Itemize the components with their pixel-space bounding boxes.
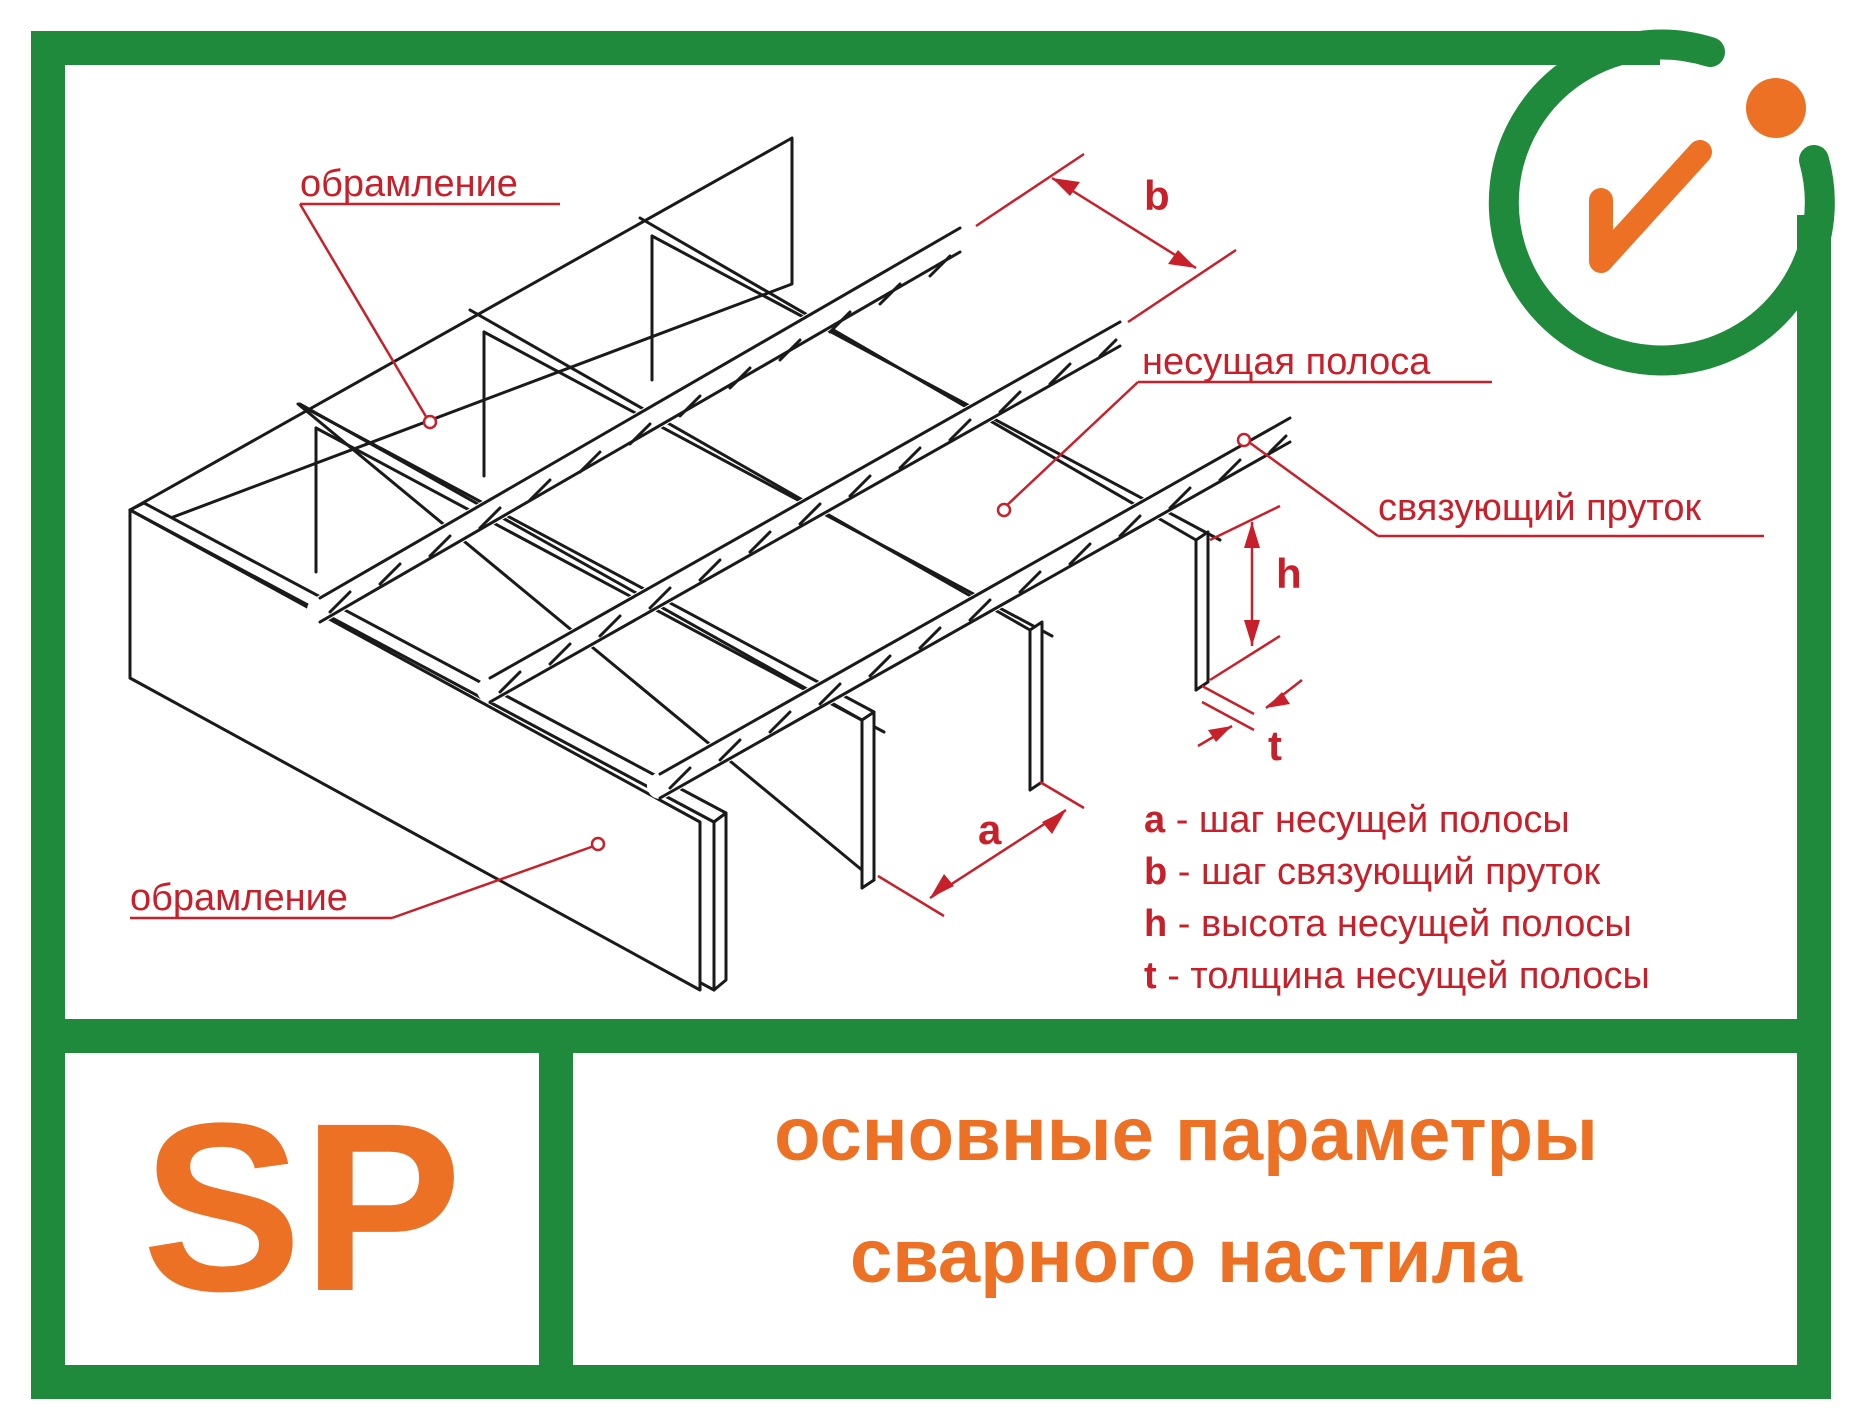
label-framing-bottom: обрамление [130,877,348,919]
dimension-label-b: b [1144,172,1170,219]
label-framing-top: обрамление [300,163,518,205]
dimension-label-a: a [978,806,1002,853]
bearing-bar-4 [638,216,1210,692]
label-cross-rod: связующий пруток [1378,487,1702,529]
legend-row: b - шаг связующий пруток [1144,851,1601,893]
title-line-2: сварного настила [850,1214,1523,1299]
brand-logo-text: SP [142,1073,462,1341]
inner-walls [314,234,1222,734]
green-frame [31,31,1831,1399]
annotation-arrowheads [930,178,1290,898]
legend-row: a - шаг несущей полосы [1144,799,1570,841]
legend-row: t - толщина несущей полосы [1144,955,1650,997]
title-line-1: основные параметры [774,1092,1598,1177]
label-bearing-bar: несущая полоса [1142,341,1431,383]
annotation-dots [422,414,1252,852]
dimension-label-h: h [1276,550,1302,597]
front-framing-bar [128,508,702,992]
dimension-label-t: t [1268,722,1282,769]
cross-rods [307,226,1303,800]
grating-drawing [128,136,1303,992]
check-info-icon [1488,29,1835,376]
legend-row: h - высота несущей полосы [1144,903,1632,945]
legend: a - шаг несущей полосы b - шаг связующий… [1144,799,1650,997]
